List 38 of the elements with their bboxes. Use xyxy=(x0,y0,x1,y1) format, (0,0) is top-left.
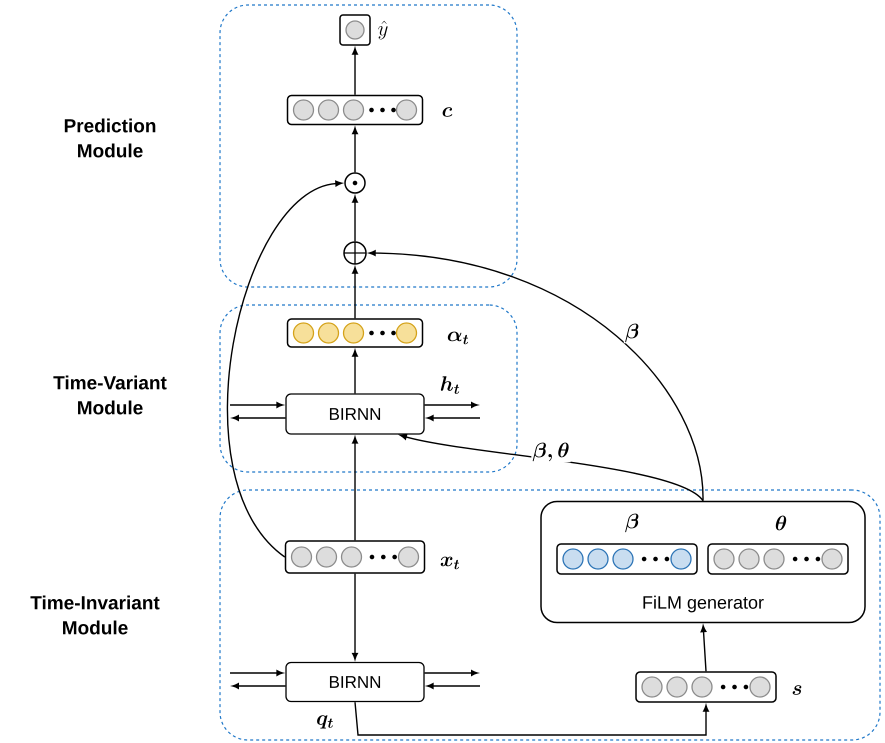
vector-label: $\beta$ xyxy=(625,514,638,532)
vector-label: $\hat{y}$ xyxy=(378,20,388,40)
module-label: Time-Invariant Module xyxy=(30,596,160,634)
vector-label: $\theta$ xyxy=(776,516,786,530)
module-label: Prediction Module xyxy=(64,118,156,158)
vector-label: $\alpha_t$ xyxy=(448,332,468,344)
odot-symbol xyxy=(344,172,366,194)
arrow xyxy=(352,350,358,394)
arrow xyxy=(400,434,704,502)
arrow xyxy=(354,702,709,736)
edge-label: $\beta$ xyxy=(624,322,640,344)
oplus-symbol xyxy=(343,241,367,265)
arrow xyxy=(227,180,342,558)
rnn-box: BIRNN xyxy=(285,393,425,435)
arrow xyxy=(232,415,286,421)
edge-label: $h_t$ xyxy=(438,375,462,395)
arrow xyxy=(352,574,358,660)
arrow xyxy=(368,250,704,501)
arrow xyxy=(230,670,284,676)
arrow xyxy=(424,670,478,676)
arrow xyxy=(426,683,480,689)
vector-label: $s$ xyxy=(792,685,802,695)
vector-label: $c$ xyxy=(442,107,452,117)
arrow xyxy=(232,683,286,689)
arrow xyxy=(424,402,478,408)
vector-label: $x_t$ xyxy=(440,556,460,570)
arrow xyxy=(230,402,284,408)
arrow xyxy=(352,48,358,95)
arrow xyxy=(352,196,358,242)
edge-label: $q_t$ xyxy=(315,714,335,730)
arrow xyxy=(352,436,358,540)
arrow xyxy=(352,266,358,318)
rnn-box: BIRNN xyxy=(285,662,425,702)
edge-label: $\beta, \theta$ xyxy=(531,442,571,462)
arrow xyxy=(700,625,707,672)
arrow xyxy=(426,415,480,421)
module-label: Time-Variant Module xyxy=(53,376,167,414)
arrow xyxy=(352,127,358,172)
